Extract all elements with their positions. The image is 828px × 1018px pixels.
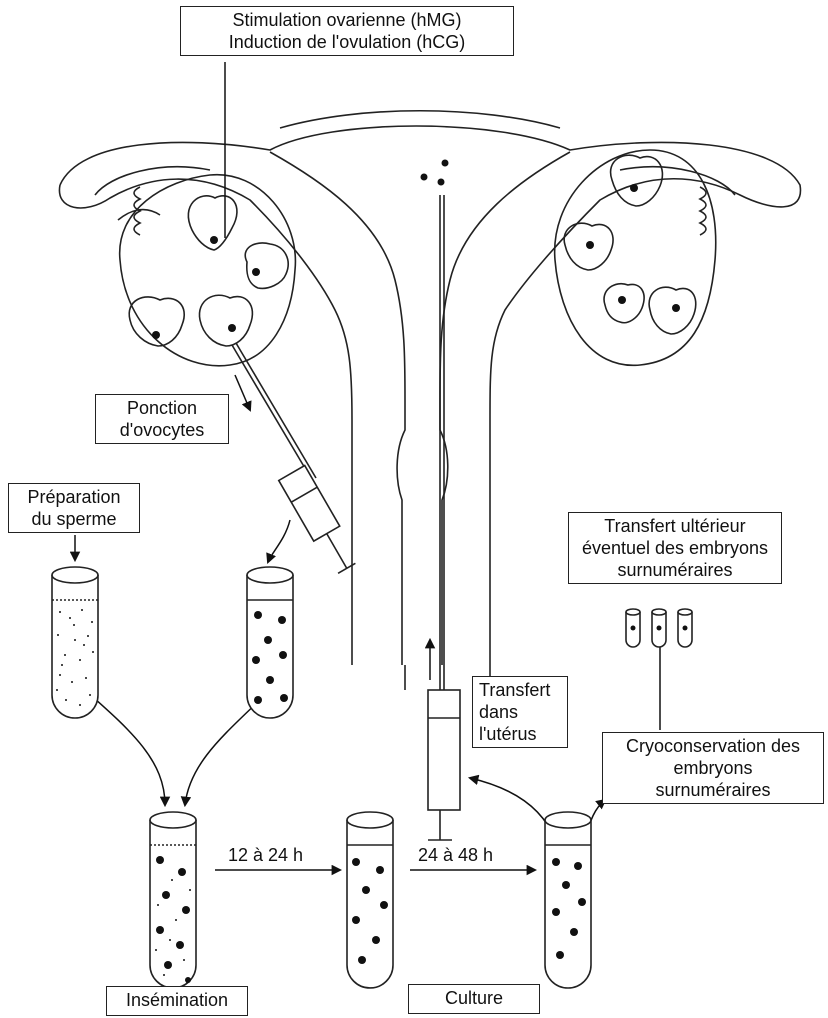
oocyte-needle: [232, 345, 312, 480]
culture-label: Culture: [415, 987, 533, 1009]
cryoconservation-label-box: Cryoconservation des embryons surnumérai…: [602, 732, 824, 804]
time-label-2: 24 à 48 h: [418, 845, 493, 866]
transfert-uterus-line-2: dans: [479, 701, 561, 723]
stimulation-line-1: Stimulation ovarienne (hMG): [187, 9, 507, 31]
ponction-label-box: Ponction d'ovocytes: [95, 394, 229, 444]
stimulation-label-box: Stimulation ovarienne (hMG) Induction de…: [180, 6, 514, 56]
transfert-ulterieur-line-2: éventuel des embryons: [575, 537, 775, 559]
cryoconservation-line-3: surnuméraires: [609, 779, 817, 801]
ponction-line-1: Ponction: [102, 397, 222, 419]
preparation-label-box: Préparation du sperme: [8, 483, 140, 533]
transfert-ulterieur-line-3: surnuméraires: [575, 559, 775, 581]
culture-tube-1: [347, 812, 393, 988]
cryoconservation-line-2: embryons: [609, 757, 817, 779]
preparation-line-1: Préparation: [15, 486, 133, 508]
preparation-line-2: du sperme: [15, 508, 133, 530]
transfert-uterus-line-3: l'utérus: [479, 723, 561, 745]
left-ovary: [120, 175, 296, 366]
ponction-line-2: d'ovocytes: [102, 419, 222, 441]
time-label-1: 12 à 24 h: [228, 845, 303, 866]
insemination-label: Insémination: [113, 989, 241, 1011]
insemination-label-box: Insémination: [106, 986, 248, 1016]
transfert-ulterieur-line-1: Transfert ultérieur: [575, 515, 775, 537]
insemination-tube: [150, 812, 196, 988]
culture-label-box: Culture: [408, 984, 540, 1014]
transfert-ulterieur-label-box: Transfert ultérieur éventuel des embryon…: [568, 512, 782, 584]
transfer-syringe: [428, 690, 460, 810]
right-ovary: [555, 150, 716, 365]
stimulation-line-2: Induction de l'ovulation (hCG): [187, 31, 507, 53]
transfert-uterus-label-box: Transfert dans l'utérus: [472, 676, 568, 748]
cryoconservation-line-1: Cryoconservation des: [609, 735, 817, 757]
sperm-tube: [52, 567, 98, 718]
transfert-uterus-line-1: Transfert: [479, 679, 561, 701]
